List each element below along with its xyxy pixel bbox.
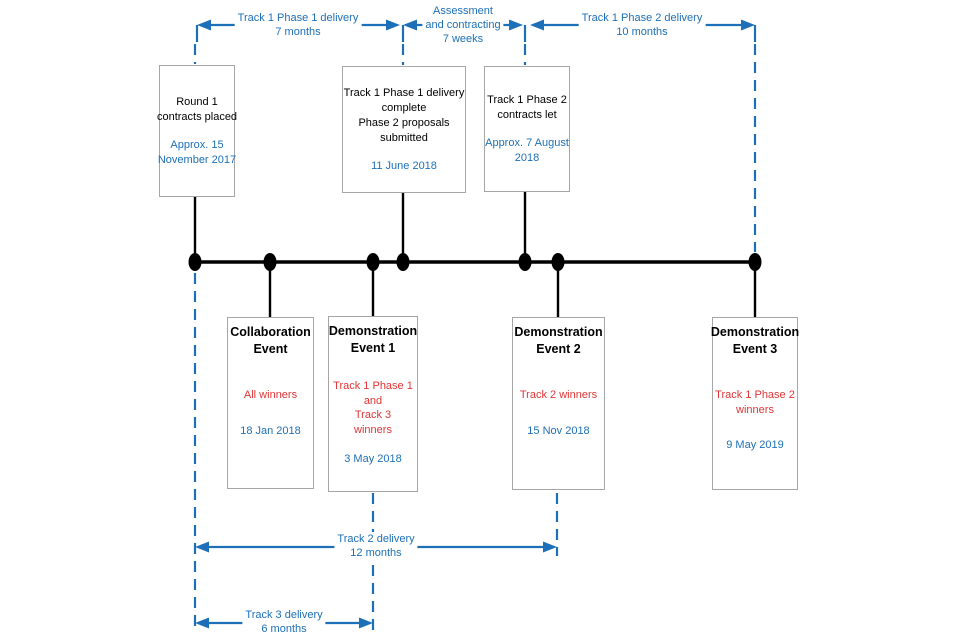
span-label-track1-phase1-delivery: Track 1 Phase 1 delivery 7 months bbox=[234, 11, 362, 39]
box-title: Demonstration Event 1 bbox=[328, 324, 418, 355]
milestone-dot bbox=[366, 253, 380, 271]
box-winners: Track 1 Phase 1 and Track 3 winners bbox=[333, 380, 413, 436]
box-date: Approx. 15 November 2017 bbox=[157, 138, 237, 166]
box-winners: Track 2 winners bbox=[519, 389, 598, 401]
box-title: Track 1 Phase 2 contracts let bbox=[487, 93, 567, 121]
box-date: 15 Nov 2018 bbox=[527, 424, 590, 437]
milestone-dot bbox=[188, 253, 202, 271]
event-box-demonstration-event-2: Demonstration Event 2 Track 2 winners 15… bbox=[512, 317, 605, 490]
span-label-track2-delivery: Track 2 delivery 12 months bbox=[334, 532, 418, 560]
milestone-dot bbox=[748, 253, 762, 271]
box-winners: Track 1 Phase 2 winners bbox=[715, 389, 795, 416]
box-title: Round 1 contracts placed bbox=[156, 95, 238, 123]
box-date: 9 May 2019 bbox=[726, 439, 784, 451]
milestone-dot bbox=[263, 253, 277, 271]
span-label-assessment-and-contracting: Assessment and contracting 7 weeks bbox=[422, 4, 504, 46]
event-box-demonstration-event-1: Demonstration Event 1 Track 1 Phase 1 an… bbox=[328, 316, 418, 492]
box-date: 11 June 2018 bbox=[371, 159, 437, 172]
box-title: Demonstration Event 2 bbox=[514, 325, 603, 356]
milestone-dot bbox=[396, 253, 410, 271]
dashed-guide-lines bbox=[193, 44, 757, 632]
box-title: Collaboration Event bbox=[230, 325, 311, 356]
milestone-box-track1-phase1-complete: Track 1 Phase 1 delivery complete Phase … bbox=[342, 66, 466, 193]
event-box-collaboration-event: Collaboration Event All winners 18 Jan 2… bbox=[227, 317, 314, 489]
event-box-demonstration-event-3: Demonstration Event 3 Track 1 Phase 2 wi… bbox=[710, 317, 800, 490]
box-winners: All winners bbox=[243, 389, 298, 401]
milestone-box-track1-phase2-contracts-let: Track 1 Phase 2 contracts let Approx. 7 … bbox=[484, 66, 570, 192]
box-date: Approx. 7 August 2018 bbox=[485, 136, 569, 164]
box-date: 3 May 2018 bbox=[344, 453, 402, 465]
span-label-track3-delivery: Track 3 delivery 6 months bbox=[242, 608, 326, 636]
milestone-dot bbox=[518, 253, 532, 271]
box-date: 18 Jan 2018 bbox=[240, 424, 301, 437]
span-label-track1-phase2-delivery: Track 1 Phase 2 delivery 10 months bbox=[578, 11, 706, 39]
milestone-box-round1-contracts-placed: Round 1 contracts placed Approx. 15 Nove… bbox=[156, 65, 238, 197]
connector-lines bbox=[193, 192, 757, 317]
milestone-dot bbox=[551, 253, 565, 271]
box-title: Demonstration Event 3 bbox=[710, 325, 800, 356]
milestone-dots bbox=[188, 253, 762, 271]
box-title: Track 1 Phase 1 delivery complete Phase … bbox=[343, 86, 465, 144]
